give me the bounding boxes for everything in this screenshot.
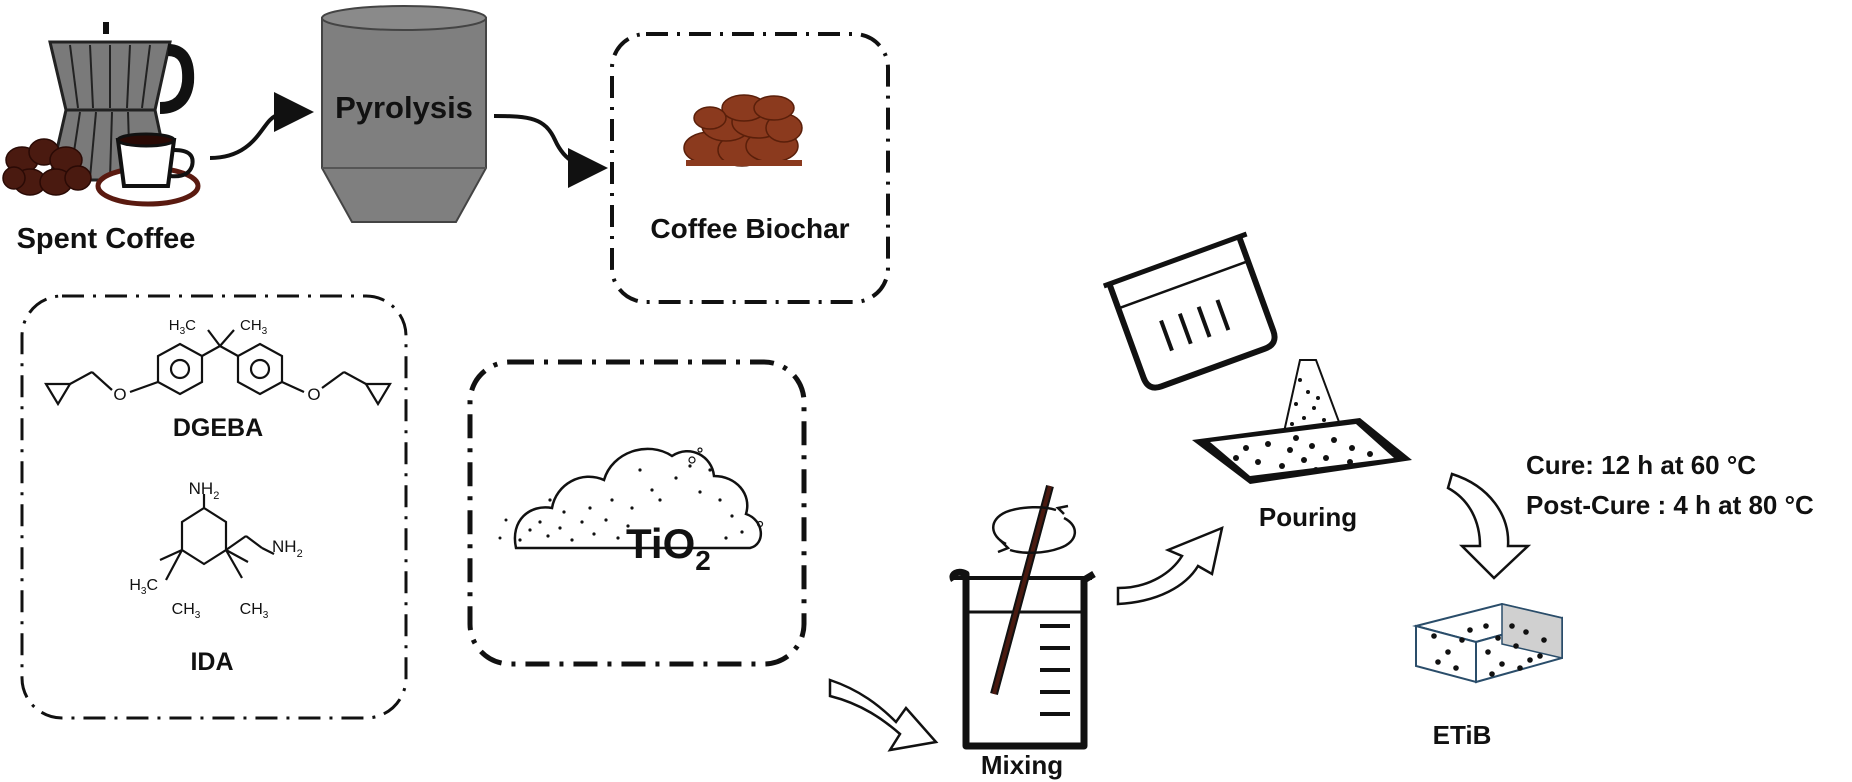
dgeba-oxygen-left: O <box>113 385 126 404</box>
pyrolysis-label: Pyrolysis <box>335 90 473 125</box>
ida-nh2-top: NH2 <box>189 479 220 502</box>
chemicals-box <box>20 294 408 720</box>
mixing-beaker-icon <box>949 484 1096 750</box>
post-cure-condition-text: Post-Cure : 4 h at 80 °C <box>1526 490 1814 520</box>
ida-structure <box>159 494 275 581</box>
ida-h3c-label: H3C <box>129 577 158 597</box>
coffee-biochar-label: Coffee Biochar <box>650 213 849 244</box>
etib-product-icon <box>1412 602 1563 684</box>
dgeba-structure <box>44 329 392 407</box>
pyrolysis-reactor-icon <box>321 5 487 223</box>
stirring-rotation-icon <box>992 504 1076 554</box>
pouring-beaker-icon <box>1102 231 1412 484</box>
arrow-to-etib <box>1446 472 1532 580</box>
powder-cloud-icon <box>498 447 764 550</box>
ida-ch3-a-label: CH3 <box>172 601 201 621</box>
dgeba-label: DGEBA <box>173 414 263 442</box>
dgeba-oxygen-right: O <box>307 385 320 404</box>
etib-label: ETiB <box>1433 720 1492 750</box>
tio2-label: TiO2 <box>626 520 711 576</box>
coffee-beans-icon <box>2 138 92 196</box>
coffee-biochar-box <box>610 32 890 304</box>
spent-coffee-illustration <box>2 22 201 207</box>
spent-coffee-label: Spent Coffee <box>17 223 196 255</box>
arrow-to-pouring <box>1116 525 1224 606</box>
cure-condition-text: Cure: 12 h at 60 °C <box>1526 450 1756 480</box>
dgeba-ch3-label: CH3 <box>240 317 268 337</box>
ida-label: IDA <box>190 648 233 676</box>
arrow-coffee-to-pyrolysis <box>209 91 314 160</box>
pouring-label: Pouring <box>1259 502 1357 532</box>
tio2-box <box>467 359 807 667</box>
ida-ch3-b-label: CH3 <box>240 601 269 621</box>
coffee-cup-icon <box>95 132 201 207</box>
mixing-label: Mixing <box>981 750 1063 780</box>
arrow-pyrolysis-to-biochar <box>493 114 608 188</box>
ida-nh2-side: NH2 <box>272 537 303 560</box>
dgeba-h3c-label: H3C <box>169 317 196 337</box>
biochar-pile-icon <box>683 94 803 167</box>
arrow-to-mixing <box>828 678 939 752</box>
